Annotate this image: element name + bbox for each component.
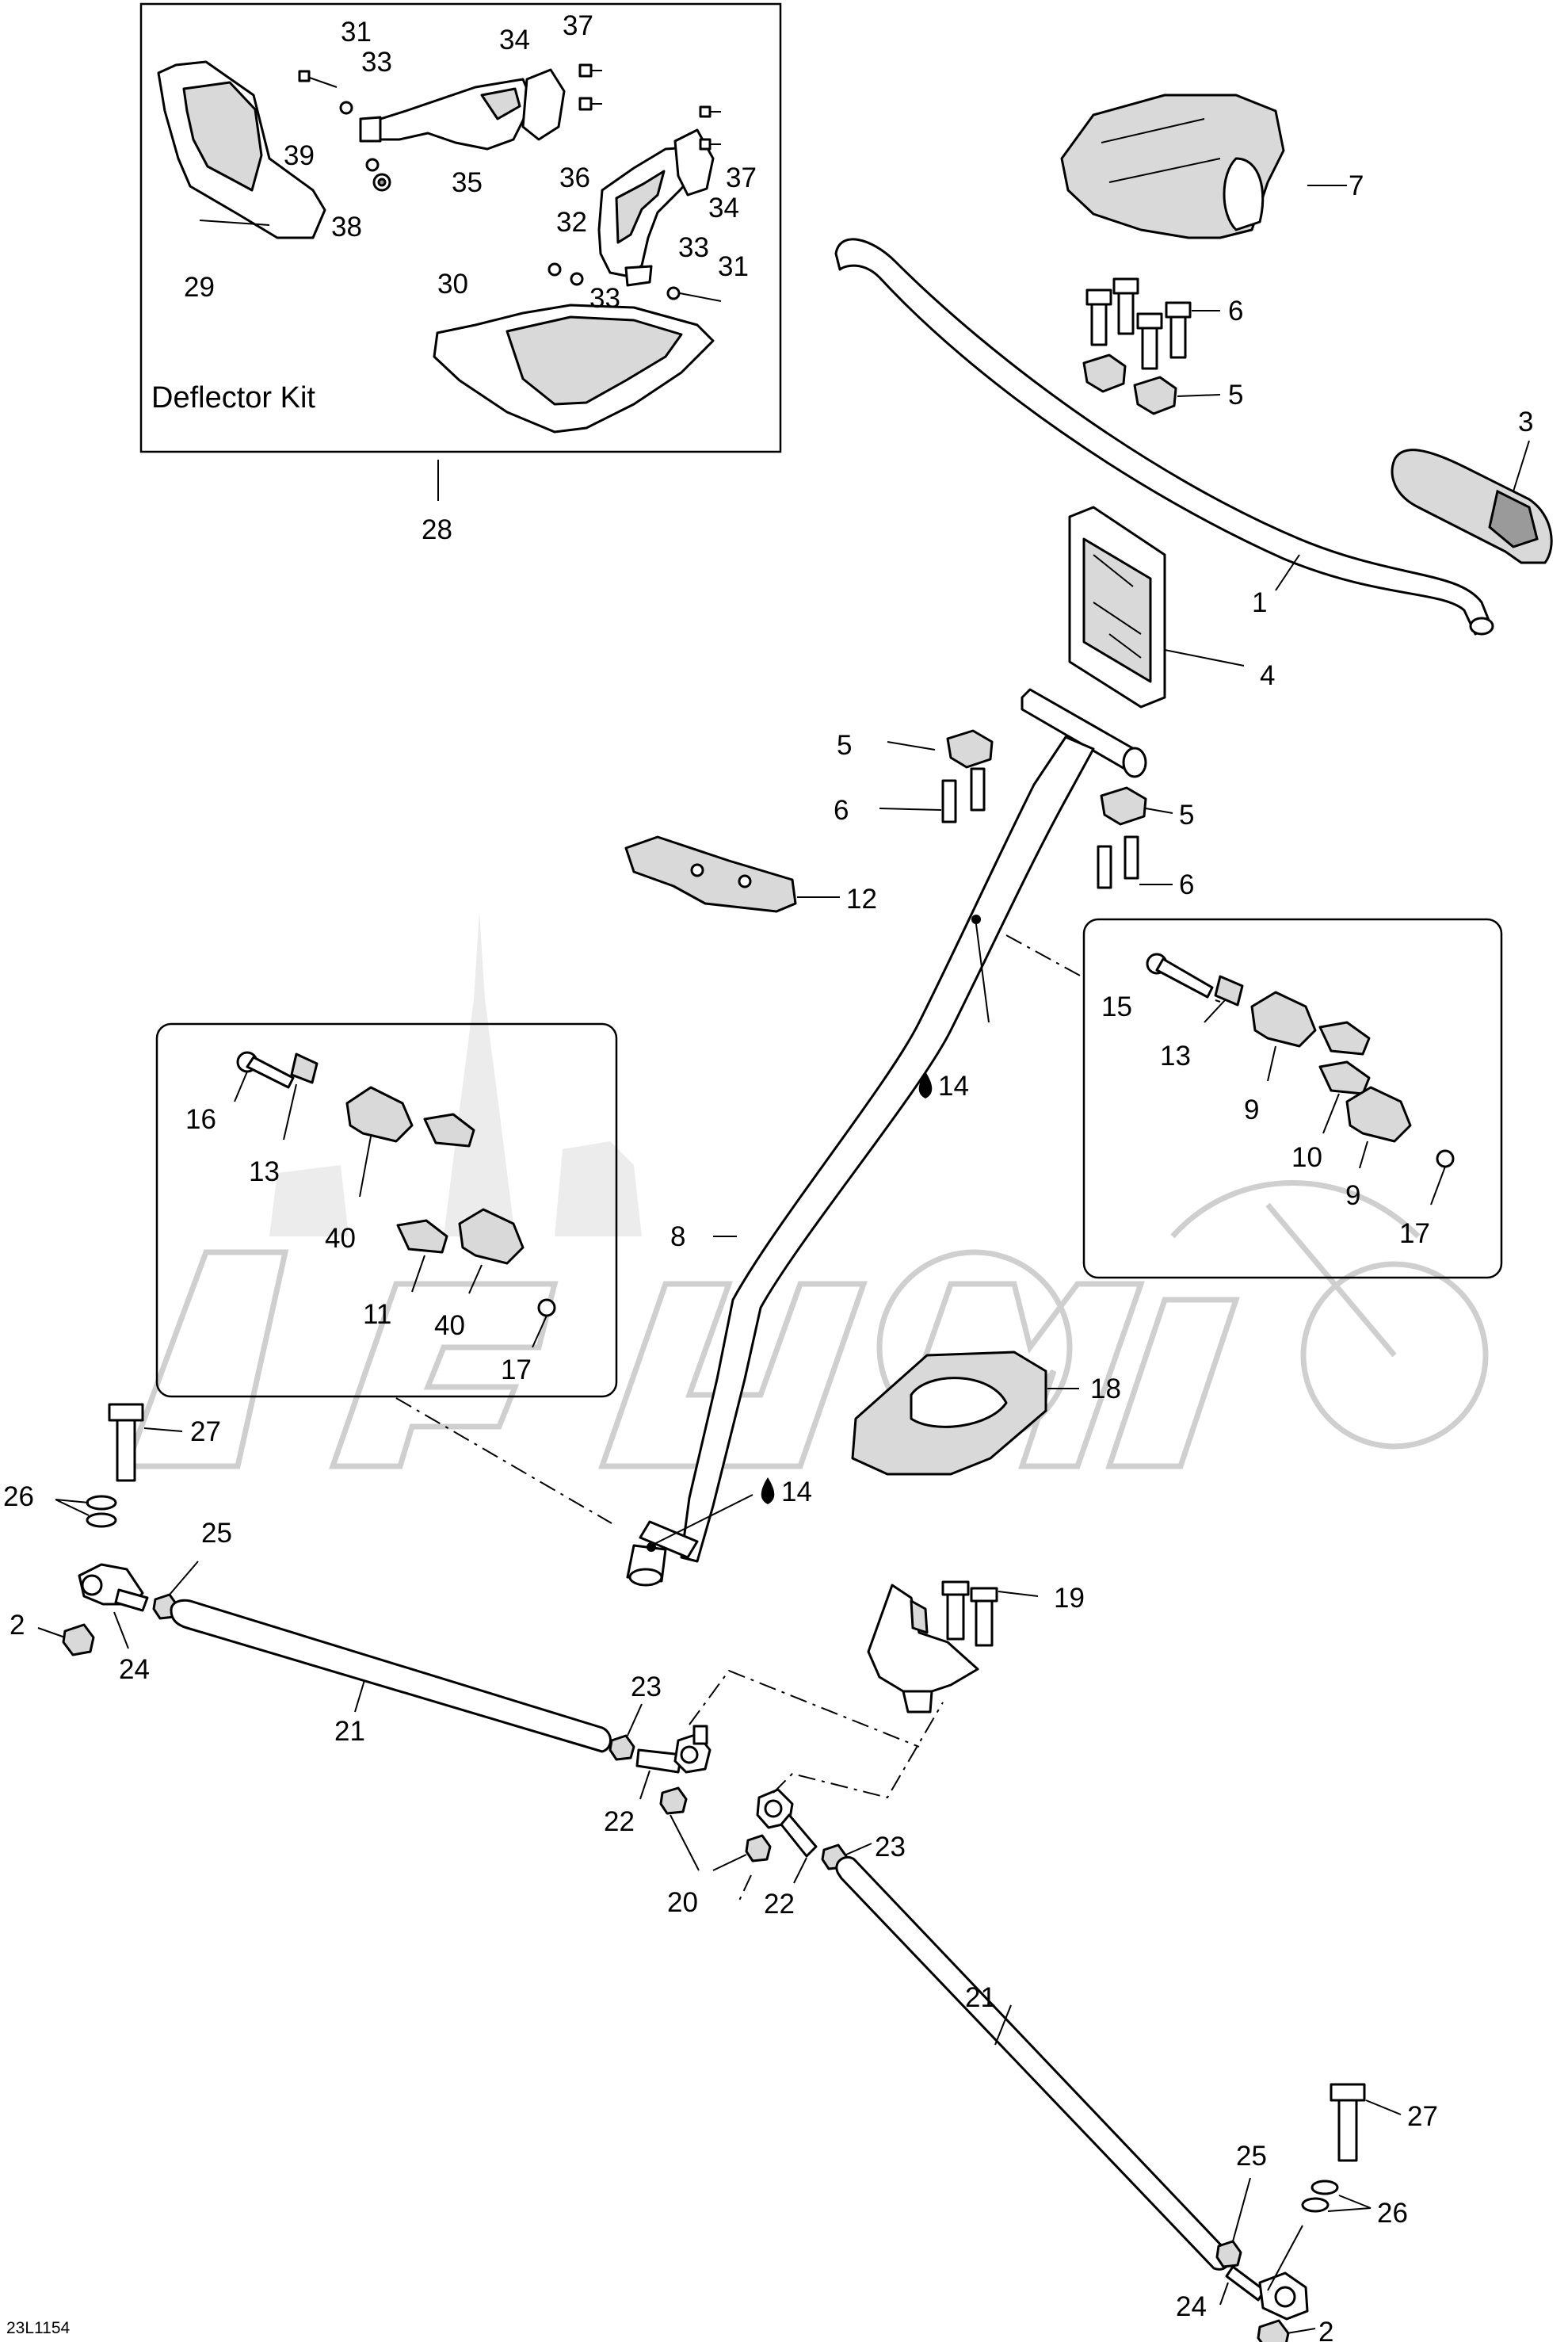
riser-block [1068, 506, 1245, 709]
callout-37b: 37 [726, 162, 757, 193]
hardware-left [298, 63, 602, 192]
callout-15: 15 [1101, 991, 1132, 1022]
callout-14: 14 [938, 1071, 969, 1102]
callout-21: 21 [334, 1716, 365, 1747]
callout-32: 32 [556, 207, 587, 238]
bushing-kit-frame-right [1005, 918, 1503, 1279]
callout-27: 27 [190, 1416, 221, 1447]
callout-18: 18 [1090, 1373, 1121, 1404]
callouts: 31 33 34 37 39 35 38 29 36 37 34 32 33 3… [3, 10, 1533, 2342]
callout-19: 19 [1054, 1583, 1085, 1614]
assembly-guide-lines [689, 1669, 944, 1903]
callout-3: 3 [1518, 407, 1533, 437]
deflector-right [433, 304, 715, 434]
callout-22: 22 [604, 1806, 635, 1837]
deflector-kit-frame: Deflector Kit [139, 2, 782, 501]
oil-drop-icon [761, 1477, 775, 1504]
callout-9: 9 [1244, 1095, 1259, 1125]
callout-34: 34 [499, 25, 530, 55]
callout-24: 24 [119, 1654, 150, 1685]
callout-5: 5 [1228, 380, 1243, 411]
callout-28: 28 [422, 514, 452, 545]
steering-column [626, 688, 1147, 1587]
callout-2: 2 [10, 1610, 25, 1641]
callout-20: 20 [667, 1887, 698, 1918]
watermark [122, 911, 1489, 1469]
tie-rod-lower [835, 1855, 1231, 2271]
callout-6b: 6 [834, 795, 849, 826]
callout-17b: 17 [501, 1354, 532, 1385]
tie-rod-upper [170, 1599, 612, 1753]
handlebar-pad [1060, 94, 1347, 239]
callout-38: 38 [331, 212, 362, 243]
callout-8: 8 [670, 1221, 685, 1252]
callout-29: 29 [184, 272, 215, 303]
callout-2b: 2 [1318, 2317, 1333, 2342]
callout-16: 16 [185, 1104, 216, 1135]
callout-30: 30 [437, 269, 468, 300]
handlebar-grip [1391, 440, 1553, 564]
callout-17: 17 [1399, 1218, 1430, 1249]
hardware-right [547, 105, 722, 302]
callout-5c: 5 [1179, 800, 1194, 831]
steering-arm-bracket [867, 1580, 1039, 1714]
lubrication-point-upper [918, 915, 990, 1098]
deflector-left [157, 60, 326, 239]
callout-33c: 33 [589, 283, 620, 314]
callout-6: 6 [1228, 296, 1243, 327]
bushing-kit-frame-left [155, 1022, 618, 1524]
oil-drop-icon [918, 1072, 933, 1098]
callout-5b: 5 [837, 730, 852, 761]
bracket-left [359, 68, 566, 151]
callout-33b: 33 [678, 232, 709, 263]
callout-10: 10 [1291, 1142, 1322, 1173]
drawing-code: 23L1154 [6, 2319, 71, 2337]
mounting-plate [624, 835, 840, 913]
lubrication-point-lower [647, 1477, 775, 1552]
callout-40: 40 [325, 1223, 356, 1254]
callout-40b: 40 [434, 1310, 465, 1341]
clamps-upper [1082, 353, 1221, 415]
callout-36: 36 [559, 162, 590, 193]
column-boot [851, 1351, 1079, 1476]
callout-26b: 26 [1377, 2198, 1408, 2229]
clamps-lower [879, 729, 1173, 889]
callout-39: 39 [284, 140, 315, 171]
callout-6c: 6 [1179, 869, 1194, 900]
callout-11: 11 [363, 1299, 391, 1330]
callout-23: 23 [631, 1671, 662, 1702]
callout-25b: 25 [1236, 2141, 1267, 2172]
callout-22b: 22 [764, 1889, 795, 1920]
callout-31: 31 [341, 17, 372, 48]
callout-27b: 27 [1407, 2101, 1438, 2132]
callout-37: 37 [563, 10, 593, 41]
tie-rod-end-left [37, 1403, 183, 1656]
callout-35: 35 [452, 167, 483, 198]
callout-4: 4 [1260, 660, 1275, 691]
clamp-bolts-upper [1085, 277, 1220, 370]
callout-14b: 14 [781, 1477, 812, 1507]
callout-7: 7 [1349, 170, 1364, 201]
tie-rod-end-middle-left [609, 1703, 712, 1871]
callout-12: 12 [846, 884, 877, 915]
callout-9b: 9 [1345, 1180, 1360, 1211]
handlebar [834, 238, 1494, 636]
callout-23b: 23 [875, 1832, 906, 1863]
callout-34b: 34 [708, 193, 739, 224]
callout-13: 13 [1160, 1041, 1191, 1072]
callout-21b: 21 [965, 1982, 996, 2013]
callout-26: 26 [3, 1481, 34, 1512]
callout-33: 33 [361, 47, 392, 78]
callout-13b: 13 [249, 1156, 280, 1187]
deflector-kit-title: Deflector Kit [151, 381, 315, 415]
callout-25: 25 [201, 1518, 232, 1549]
callout-24b: 24 [1176, 2291, 1207, 2322]
callout-1: 1 [1252, 587, 1267, 618]
tie-rod-end-right [1215, 2083, 1402, 2342]
callout-31b: 31 [718, 251, 749, 282]
